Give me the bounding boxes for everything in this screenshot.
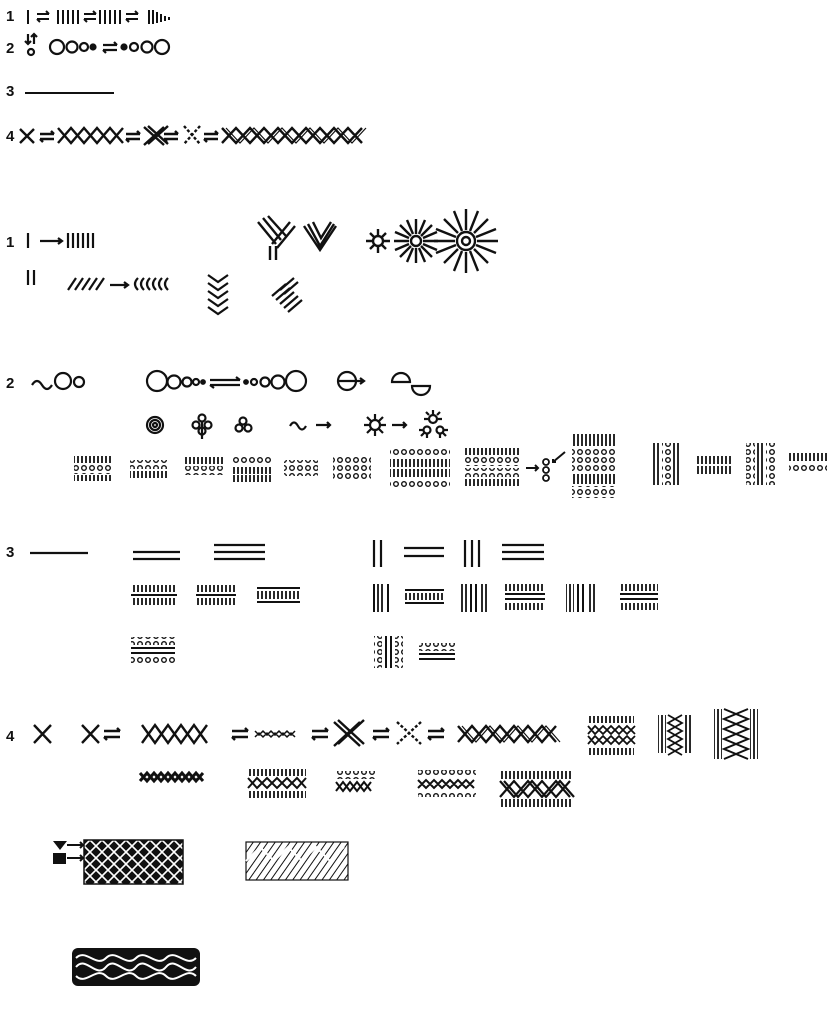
group2-circle-motifs: [31, 369, 448, 439]
group2-pattern-blocks: [74, 434, 827, 498]
section-label-1b: 1: [6, 234, 14, 251]
group1-radial-forms: [257, 209, 498, 273]
row1-strokes-sequence: [27, 9, 170, 25]
section-label-3b: 3: [6, 544, 14, 561]
row2-circles-sequence: [24, 32, 171, 57]
section-label-2b: 2: [6, 375, 14, 392]
row4-cross-sequence: [19, 125, 367, 146]
section-label-1: 1: [6, 8, 14, 25]
section-label-2: 2: [6, 40, 14, 57]
group1-strokes: [26, 233, 303, 316]
group4-cross-sequence: [33, 719, 561, 747]
section-label-4b: 4: [6, 728, 15, 745]
woven-band-examples: [53, 839, 349, 986]
group3-parallel-lines: [30, 540, 544, 567]
group3-pattern-blocks: [131, 584, 658, 668]
group4-pattern-blocks: [138, 708, 758, 807]
section-label-4: 4: [6, 128, 15, 145]
section-label-3: 3: [6, 83, 14, 100]
